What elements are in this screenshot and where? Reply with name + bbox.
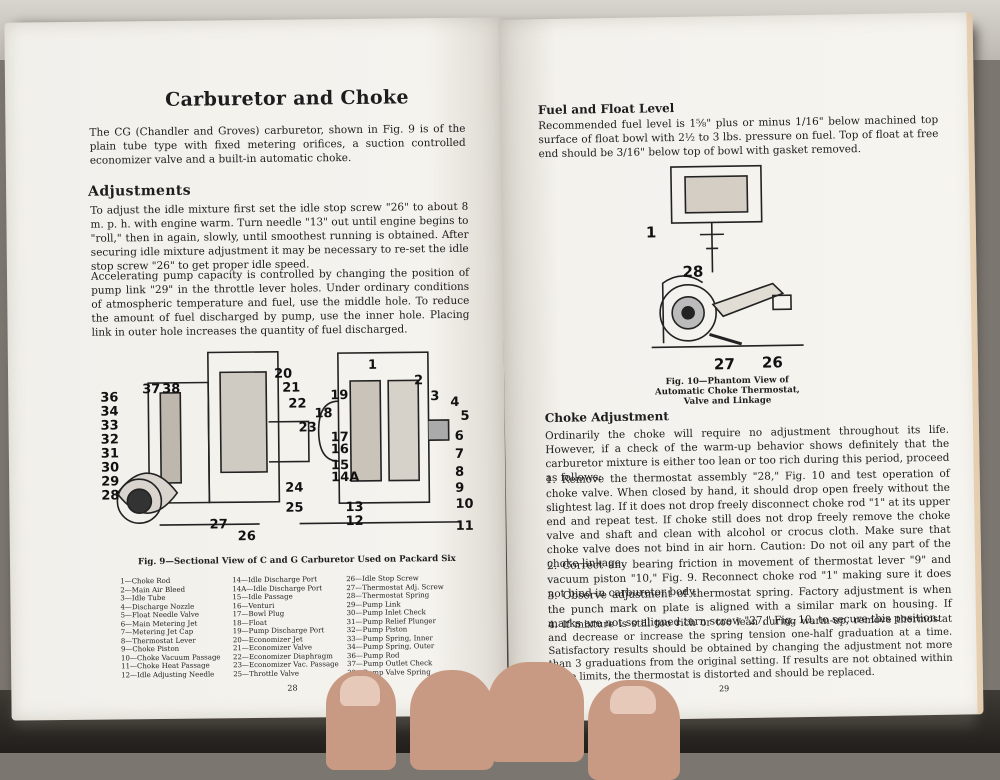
adjustments-paragraph-2: Accelerating pump capacity is controlled… <box>91 266 470 340</box>
figure-callout-label: 32 <box>101 432 119 447</box>
figure-callout-label: 30 <box>101 460 119 475</box>
figure-callout-label: 28 <box>101 488 119 503</box>
figure-callout-label: 26 <box>762 353 783 371</box>
parts-list-item: 23—Economizer Vac. Passage <box>233 660 339 670</box>
index-finger <box>410 670 494 770</box>
figure-callout-label: 23 <box>299 420 317 435</box>
figure-callout-label: 1 <box>368 358 377 373</box>
intro-paragraph: The CG (Chandler and Groves) carburetor,… <box>89 122 465 168</box>
figure-callout-label: 24 <box>285 481 303 496</box>
page-number-left: 28 <box>287 684 297 693</box>
figure-callout-label: 26 <box>238 529 256 544</box>
figure-callout-label: 29 <box>101 474 119 489</box>
figure-callout-label: 27 <box>714 355 735 373</box>
parts-list-item: 12—Idle Adjusting Needle <box>121 670 221 680</box>
fingernail <box>610 686 656 714</box>
figure-callout-label: 36 <box>100 390 118 405</box>
figure-callout-label: 7 <box>455 447 464 462</box>
figure-callout-label: 18 <box>314 406 332 421</box>
figure-callout-label: 33 <box>101 418 119 433</box>
figure-callout-label: 11 <box>456 519 474 534</box>
parts-list-item: 11—Choke Heat Passage <box>121 661 221 671</box>
thumb <box>326 670 396 770</box>
parts-list-item: 19—Pump Discharge Port <box>233 626 339 636</box>
thumbnail <box>340 676 380 706</box>
figure-callout-label: 1 <box>646 223 657 241</box>
figure-callout-label: 37 <box>142 382 160 397</box>
figure-callout-label: 10 <box>455 497 473 512</box>
fuel-float-paragraph: Recommended fuel level is 1⅝" plus or mi… <box>538 113 939 161</box>
figure-9-caption: Fig. 9—Sectional View of C and G Carbure… <box>138 554 456 567</box>
figure-callout-label: 21 <box>282 381 300 396</box>
figure-callout-label: 3 <box>430 389 439 404</box>
figure-callout-label: 20 <box>274 367 292 382</box>
figure-callout-label: 4 <box>450 395 459 410</box>
figure-callout-label: 8 <box>455 465 464 480</box>
figure-callout-label: 27 <box>210 517 228 532</box>
ring-finger <box>588 680 680 780</box>
left-page: Carburetor and Choke The CG (Chandler an… <box>4 17 507 720</box>
parts-list-item: 34—Pump Spring, Outer <box>347 642 444 652</box>
parts-list-item: 37—Pump Outlet Check <box>347 659 444 669</box>
figure-callout-label: 31 <box>101 446 119 461</box>
choke-paragraph-5: 4. If mixture is still too rich or too l… <box>548 613 953 684</box>
figure-callout-label: 25 <box>285 501 303 516</box>
figure-10-caption: Fig. 10—Phantom View of Automatic Choke … <box>652 375 802 407</box>
figure-10-choke-diagram: 1 28 27 26 <box>641 163 814 376</box>
figure-callout-label: 38 <box>162 382 180 397</box>
fuel-float-heading: Fuel and Float Level <box>538 101 675 117</box>
page-title: Carburetor and Choke <box>165 86 409 111</box>
page-number-right: 29 <box>719 684 729 693</box>
figure-callout-label: 9 <box>455 481 464 496</box>
figure-callout-label: 19 <box>330 388 348 403</box>
figure-callout-label: 5 <box>460 409 469 424</box>
adjustments-heading: Adjustments <box>88 183 191 200</box>
figure-callout-label: 17 <box>331 430 349 445</box>
figure-callout-label: 2 <box>414 373 423 388</box>
figure-callout-label: 6 <box>455 429 464 444</box>
figure-callout-label: 15 <box>331 458 349 473</box>
adjustments-paragraph-1: To adjust the idle mixture first set the… <box>90 200 469 274</box>
figure-callout-label: 13 <box>345 500 363 515</box>
parts-list-item: 25—Throttle Valve <box>233 669 339 679</box>
figure-callout-label: 12 <box>346 514 364 529</box>
middle-finger <box>488 662 584 762</box>
parts-list-item: 28—Thermostat Spring <box>346 591 443 601</box>
figure-callout-label: 34 <box>100 404 118 419</box>
figure-callout-label: 22 <box>288 396 306 411</box>
figure-callout-label: 28 <box>682 263 703 281</box>
choke-adjustment-heading: Choke Adjustment <box>545 409 669 425</box>
right-page: Fuel and Float Level Recommended fuel le… <box>499 12 984 721</box>
